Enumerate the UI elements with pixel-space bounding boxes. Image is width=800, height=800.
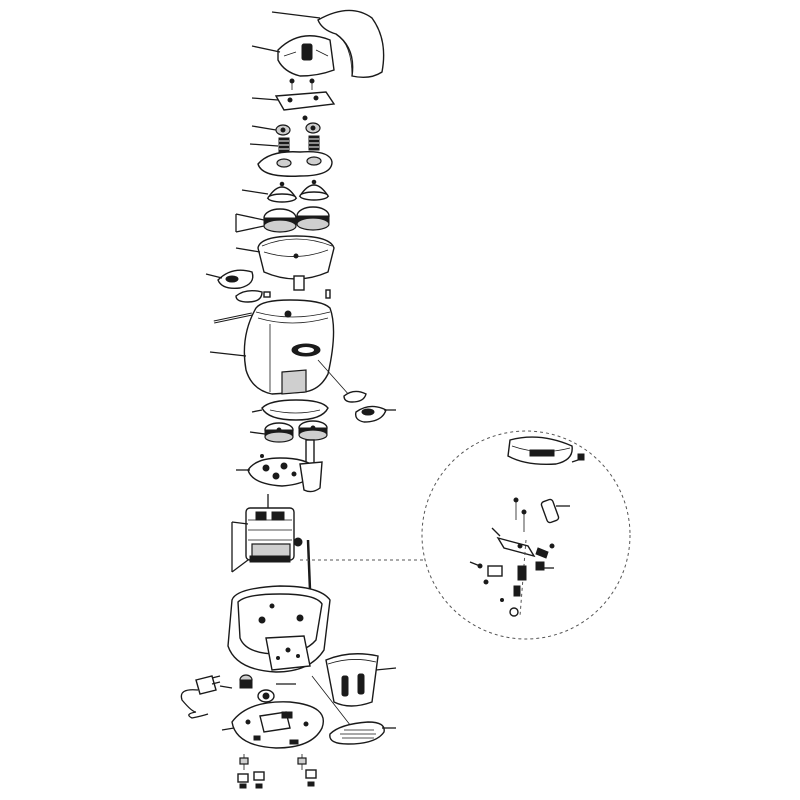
drive-gears bbox=[249, 420, 328, 443]
gasket-plate bbox=[257, 151, 333, 177]
side-latch-right bbox=[317, 359, 396, 423]
bottom-plate bbox=[221, 701, 324, 749]
reamer-cones bbox=[241, 179, 330, 203]
gear-plate bbox=[236, 439, 323, 493]
lid-plate bbox=[251, 91, 336, 121]
feet-screws bbox=[237, 754, 317, 789]
belt-gasket bbox=[251, 399, 329, 421]
small-pins bbox=[263, 289, 331, 299]
springs bbox=[249, 135, 320, 153]
base-housing bbox=[227, 585, 331, 673]
drip-tray bbox=[329, 721, 396, 745]
spout-cover bbox=[271, 9, 385, 79]
pulp-container bbox=[311, 653, 397, 731]
reamers bbox=[235, 206, 330, 233]
top-lid bbox=[251, 35, 335, 77]
juice-housing bbox=[209, 299, 335, 395]
lid-screws bbox=[289, 78, 315, 90]
strainer-bowl bbox=[235, 235, 335, 291]
switch-knob bbox=[239, 674, 296, 703]
pin-rod bbox=[213, 312, 253, 324]
grinding-nuts bbox=[251, 122, 321, 136]
power-cord bbox=[180, 675, 233, 719]
side-latch-left bbox=[205, 269, 263, 303]
motor bbox=[231, 494, 312, 591]
detail-circle bbox=[421, 430, 631, 640]
